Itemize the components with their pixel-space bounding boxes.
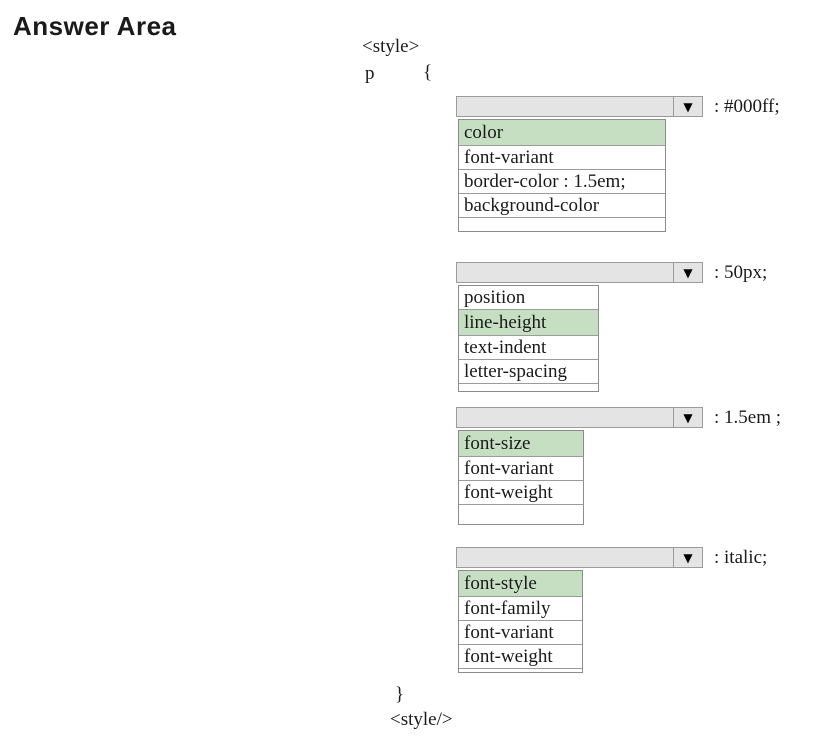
dropdown-option-list-1: color font-variant border-color : 1.5em;… [458, 119, 666, 232]
option-item[interactable]: font-variant [459, 146, 665, 170]
select-display-3[interactable] [457, 408, 673, 427]
select-display-1[interactable] [457, 97, 673, 116]
code-close-brace: } [395, 684, 405, 705]
option-item[interactable]: font-variant [459, 457, 583, 481]
dropdown-arrow-button-1[interactable]: ▼ [673, 97, 702, 116]
option-item[interactable]: line-height [459, 310, 598, 336]
dropdown-option-list-2: position line-height text-indent letter-… [458, 285, 599, 392]
option-item[interactable]: text-indent [459, 336, 598, 360]
dropdown-option-list-4: font-style font-family font-variant font… [458, 570, 583, 673]
chevron-down-icon: ▼ [683, 550, 693, 565]
option-item[interactable]: border-color : 1.5em; [459, 170, 665, 194]
value-suffix-1: : #000ff; [714, 96, 780, 117]
dropdown-arrow-button-4[interactable]: ▼ [673, 548, 702, 567]
value-suffix-2: : 50px; [714, 262, 768, 283]
property-select-4[interactable]: ▼ [456, 547, 703, 568]
option-item[interactable]: font-weight [459, 645, 582, 669]
property-select-1[interactable]: ▼ [456, 96, 703, 117]
option-item[interactable]: font-family [459, 597, 582, 621]
option-item[interactable]: font-weight [459, 481, 583, 505]
option-item[interactable]: font-style [459, 571, 582, 597]
select-display-2[interactable] [457, 263, 673, 282]
dropdown-group-color: ▼ : #000ff; color font-variant border-co… [456, 96, 780, 232]
dropdown-group-font-style: ▼ : italic; font-style font-family font-… [456, 547, 767, 673]
option-item[interactable]: color [459, 120, 665, 146]
select-display-4[interactable] [457, 548, 673, 567]
dropdown-group-line-height: ▼ : 50px; position line-height text-inde… [456, 262, 767, 392]
value-suffix-4: : italic; [714, 547, 768, 568]
property-select-3[interactable]: ▼ [456, 407, 703, 428]
option-item[interactable]: letter-spacing [459, 360, 598, 384]
dropdown-arrow-button-3[interactable]: ▼ [673, 408, 702, 427]
chevron-down-icon: ▼ [683, 265, 693, 280]
value-suffix-3: : 1.5em ; [714, 407, 782, 428]
code-style-close-tag: <style/> [390, 709, 453, 730]
option-item[interactable]: background-color [459, 194, 665, 218]
property-select-2[interactable]: ▼ [456, 262, 703, 283]
code-style-open-tag: <style> [362, 36, 420, 57]
option-item[interactable]: position [459, 286, 598, 310]
dropdown-arrow-button-2[interactable]: ▼ [673, 263, 702, 282]
chevron-down-icon: ▼ [683, 410, 693, 425]
option-item[interactable]: font-size [459, 431, 583, 457]
dropdown-group-font-size: ▼ : 1.5em ; font-size font-variant font-… [456, 407, 781, 525]
code-selector-p: p [365, 63, 375, 84]
code-open-brace: { [423, 62, 433, 83]
option-item[interactable]: font-variant [459, 621, 582, 645]
page-title: Answer Area [13, 11, 177, 41]
dropdown-option-list-3: font-size font-variant font-weight [458, 430, 584, 525]
chevron-down-icon: ▼ [683, 99, 693, 114]
